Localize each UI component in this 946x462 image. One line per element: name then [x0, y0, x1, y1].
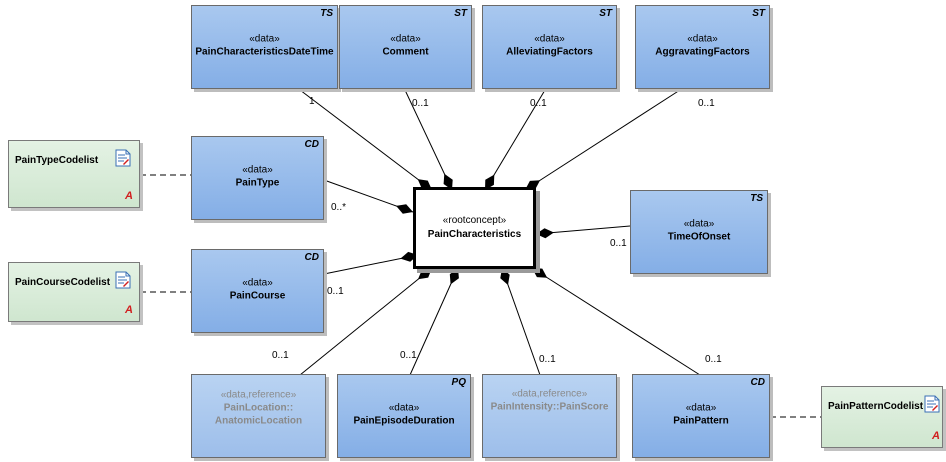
association-line-comment: [404, 89, 453, 191]
codelist-pain-course[interactable]: PainCourseCodelist A: [8, 262, 140, 322]
element-name: AggravatingFactors: [655, 46, 750, 58]
kind-label: ST: [454, 8, 467, 19]
element-pain-location[interactable]: «data,reference» PainLocation:: Anatomic…: [191, 374, 326, 458]
stereotype-label: «data»: [534, 33, 565, 45]
kind-label: CD: [304, 252, 319, 263]
codelist-pain-type[interactable]: PainTypeCodelist A: [8, 140, 140, 208]
composition-diamond-paintype: [396, 204, 413, 214]
stereotype-label: «data,reference»: [511, 388, 588, 400]
stereotype-label: «data»: [242, 277, 273, 289]
element-time-of-onset[interactable]: TS «data» TimeOfOnset: [630, 190, 768, 274]
stereotype-label: «data»: [683, 218, 715, 230]
document-icon: [924, 395, 940, 413]
document-icon: [115, 271, 131, 289]
element-name: PainLocation:: AnatomicLocation: [214, 402, 303, 427]
root-stereotype: «rootconcept»: [442, 215, 507, 226]
abstract-flag: A: [932, 430, 940, 442]
element-name: PainCourse: [229, 290, 286, 302]
element-pain-episode-duration[interactable]: PQ «data» PainEpisodeDuration: [337, 374, 471, 458]
element-comment[interactable]: ST «data» Comment: [339, 5, 472, 89]
multiplicity-intensity: 0..1: [539, 354, 556, 365]
association-line-aggravating: [524, 89, 681, 191]
stereotype-label: «data,reference»: [220, 389, 297, 401]
element-name: AlleviatingFactors: [506, 46, 593, 58]
codelist-pain-pattern[interactable]: PainPatternCodelist A: [821, 386, 943, 448]
element-name: PainPattern: [673, 415, 729, 427]
association-line-painlocation: [299, 267, 433, 376]
association-line-intensity: [501, 267, 541, 376]
element-pain-characteristics-datetime[interactable]: TS «data» PainCharacteristicsDateTime: [191, 5, 338, 89]
kind-label: PQ: [451, 377, 466, 388]
element-pain-pattern[interactable]: CD «data» PainPattern: [632, 374, 770, 458]
stereotype-label: «data»: [687, 33, 718, 45]
abstract-flag: A: [125, 190, 133, 202]
element-pain-intensity[interactable]: «data,reference» PainIntensity::PainScor…: [482, 374, 617, 458]
composition-diamond-intensity: [500, 268, 510, 285]
multiplicity-painpattern: 0..1: [705, 354, 722, 365]
multiplicity-timeofonset: 0..1: [610, 238, 627, 249]
root-concept-box[interactable]: «rootconcept» PainCharacteristics: [413, 187, 536, 269]
element-name: PainCharacteristicsDateTime: [195, 46, 334, 58]
stereotype-label: «data»: [388, 402, 420, 414]
codelist-name: PainCourseCodelist: [15, 277, 111, 288]
element-alleviating-factors[interactable]: ST «data» AlleviatingFactors: [482, 5, 617, 89]
multiplicity-paincourse: 0..1: [327, 286, 344, 297]
multiplicity-alleviating: 0..1: [530, 98, 547, 109]
composition-diamond-timeofonset: [536, 228, 554, 239]
kind-label: ST: [599, 8, 612, 19]
abstract-flag: A: [125, 304, 133, 316]
codelist-name: PainPatternCodelist: [828, 401, 924, 412]
element-pain-type[interactable]: CD «data» PainType: [191, 136, 324, 220]
multiplicity-paintype: 0..*: [331, 202, 347, 213]
composition-diamond-painlocation: [418, 268, 432, 280]
composition-diamond-comment: [443, 173, 453, 190]
association-line-painpattern: [531, 267, 701, 376]
composition-diamond-episode: [449, 268, 459, 285]
kind-label: CD: [750, 377, 765, 388]
kind-label: CD: [304, 139, 319, 150]
stereotype-label: «data»: [685, 402, 717, 414]
element-name: Comment: [382, 46, 429, 58]
multiplicity-datetime: 1: [309, 96, 315, 107]
composition-diamond-alleviating: [485, 174, 495, 190]
element-pain-course[interactable]: CD «data» PainCourse: [191, 249, 324, 333]
kind-label: ST: [752, 8, 765, 19]
element-name: PainIntensity::PainScore: [490, 401, 609, 413]
association-line-episode: [409, 267, 459, 376]
multiplicity-comment: 0..1: [412, 98, 429, 109]
kind-label: TS: [750, 193, 763, 204]
document-icon: [115, 149, 131, 167]
multiplicity-painlocation: 0..1: [272, 350, 289, 361]
element-name: PainEpisodeDuration: [353, 415, 455, 427]
root-name: PainCharacteristics: [427, 229, 522, 240]
multiplicity-episode: 0..1: [400, 350, 417, 361]
composition-diamond-painpattern: [532, 268, 548, 278]
stereotype-label: «data»: [390, 33, 421, 45]
association-line-alleviating: [484, 89, 546, 191]
kind-label: TS: [320, 8, 333, 19]
element-aggravating-factors[interactable]: ST «data» AggravatingFactors: [635, 5, 770, 89]
multiplicity-aggravating: 0..1: [698, 98, 715, 109]
codelist-name: PainTypeCodelist: [15, 155, 99, 166]
element-name: TimeOfOnset: [667, 231, 731, 243]
stereotype-label: «data»: [242, 164, 273, 176]
stereotype-label: «data»: [249, 33, 280, 45]
element-name: PainType: [235, 177, 280, 189]
association-line-datetime: [299, 89, 433, 191]
